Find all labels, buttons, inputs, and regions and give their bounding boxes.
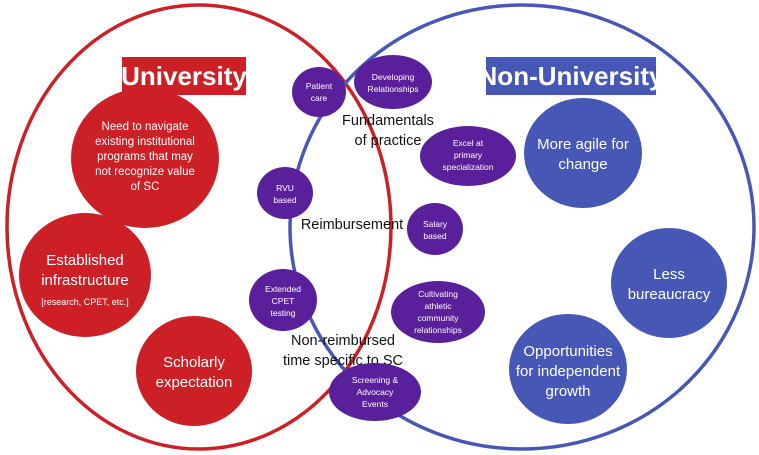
text-line: Relationships [367, 84, 418, 94]
university-item-navigate: Need to navigate existing institutional pr… [71, 88, 219, 228]
shared-bubble-excel-specialization: Excel at primary specialization [420, 126, 516, 186]
shared-category-fundamentals: Fundamentals of practice [342, 113, 434, 149]
text-line: existing institutional [95, 136, 195, 148]
shared-bubble-patient-care: Patient care [292, 67, 346, 117]
text-line: testing [270, 308, 295, 318]
text-line: care [311, 93, 328, 103]
university-item-infrastructure: Established infrastructure [research, CPET… [19, 213, 151, 337]
text-line: RVU [276, 183, 294, 193]
text-line: specialization [442, 162, 493, 172]
text-line: Scholarly [163, 354, 225, 371]
shared-bubble-rvu-based: RVU based [257, 167, 313, 219]
text-line: of practice [355, 133, 422, 149]
non-university-item-bureaucracy: Less bureaucracy [611, 228, 727, 338]
non-university-title-box [486, 57, 656, 95]
non-university-circle [288, 3, 756, 451]
text-line: infrastructure [41, 272, 129, 289]
text-line: [research, CPET, etc.] [41, 297, 129, 307]
text-line: not recognize value [95, 166, 195, 178]
non-university-item-label: Less bureaucracy [628, 266, 711, 303]
text-line: CPET [272, 296, 295, 306]
text-line: programs that may [97, 151, 193, 163]
text-line: relationships [414, 325, 462, 335]
university-item-label: Scholarly expectation [156, 354, 233, 391]
shared-bubble-cultivating-athletic: Cultivating athletic community relationship… [391, 281, 485, 343]
text-line: Excel at [453, 138, 484, 148]
text-line: for independent [516, 363, 621, 380]
text-line: Reimbursement [301, 217, 403, 233]
non-university-item-label: Opportunities for independent growth [516, 343, 621, 400]
text-line: Extended [265, 284, 301, 294]
text-line: based [423, 231, 446, 241]
shared-category-reimbursement: Reimbursement [301, 217, 403, 233]
text-line: bureaucracy [628, 286, 711, 303]
text-line: Cultivating [418, 289, 458, 299]
text-line: Fundamentals [342, 113, 434, 129]
non-university-title: Non-University [479, 61, 664, 91]
text-line: growth [545, 383, 590, 400]
shared-bubble-label: Salary based [423, 219, 448, 241]
university-item-label: Need to navigate existing institutional pr… [95, 121, 195, 193]
text-line: Events [362, 399, 388, 409]
shared-bubble-label: Excel at primary specialization [442, 138, 493, 172]
text-line: Salary [423, 219, 448, 229]
non-university-item-agile: More agile for change [524, 98, 642, 208]
text-line: Advocacy [357, 387, 395, 397]
text-line: Established [46, 252, 124, 269]
text-line: athletic [425, 301, 453, 311]
text-line: Opportunities [523, 343, 612, 360]
shared-bubble-label: RVU based [273, 183, 296, 205]
text-line: Less [653, 266, 685, 283]
text-line: based [273, 195, 296, 205]
text-line: community [417, 313, 459, 323]
text-line: Patient [306, 81, 333, 91]
non-university-item-label: More agile for change [537, 136, 629, 173]
text-line: expectation [156, 374, 233, 391]
university-item-label: Established infrastructure [research, CPET… [41, 252, 129, 307]
shared-bubble-label: Cultivating athletic community relationship… [414, 289, 462, 335]
text-line: change [558, 156, 607, 173]
non-university-item-growth: Opportunities for independent growth [509, 314, 627, 424]
text-line: primary [454, 150, 483, 160]
text-line: More agile for [537, 136, 629, 153]
text-line: Non-reimbursed [291, 333, 395, 349]
text-line: Developing [372, 72, 415, 82]
university-title: University [121, 61, 247, 91]
text-line: Screening & [352, 375, 399, 385]
shared-bubble-label: Patient care [306, 81, 333, 103]
text-line: of SC [131, 181, 160, 193]
university-item-scholarly: Scholarly expectation [136, 316, 252, 426]
text-line: Need to navigate [102, 121, 189, 133]
shared-bubble-salary-based: Salary based [407, 203, 463, 255]
university-circle [5, 3, 393, 451]
